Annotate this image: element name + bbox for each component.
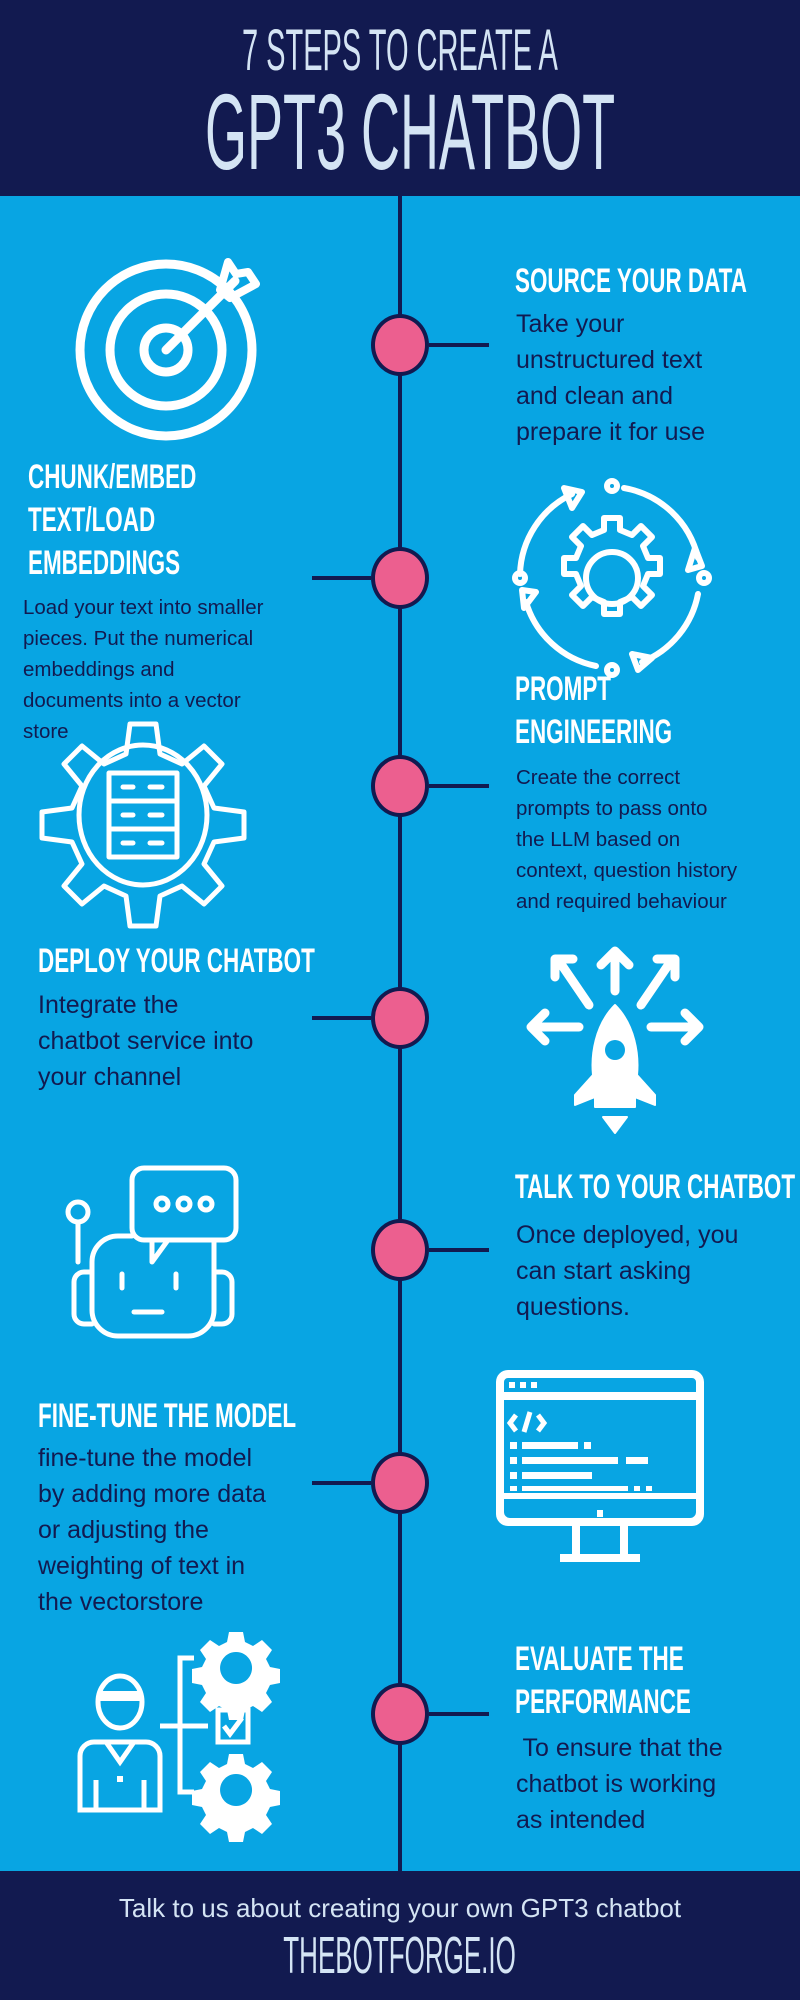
body-line: questions. [516, 1293, 630, 1321]
heading-line: CHUNK/EMBED [28, 458, 197, 496]
step-5-heading: TALK TO YOUR CHATBOT [515, 1166, 800, 1209]
step-4-connector [312, 1016, 371, 1020]
step-2-dot [371, 547, 429, 609]
body-line: unstructured text [516, 346, 703, 374]
body-line: or adjusting the [38, 1516, 209, 1544]
body-line: as intended [516, 1806, 646, 1834]
step-5-dot [371, 1219, 429, 1281]
title-line-2-text: GPT3 CHATBOT [205, 71, 616, 192]
body-line: can start asking [516, 1257, 692, 1285]
body-line: store [23, 720, 69, 743]
step-2-connector [312, 576, 371, 580]
body-line: weighting of text in [38, 1552, 246, 1580]
body-line: documents into a vector [23, 689, 241, 712]
step-3-connector [429, 784, 489, 788]
heading-line: DEPLOY YOUR CHATBOT [38, 942, 315, 980]
step-6-connector [312, 1481, 371, 1485]
body-line: pieces. Put the numerical [23, 627, 254, 650]
body-line: and required behaviour [516, 890, 727, 913]
body-line: To ensure that the [516, 1734, 723, 1762]
heading-line: FINE-TUNE THE MODEL [38, 1397, 297, 1435]
body-line: context, question history [516, 859, 738, 882]
body-line: Load your text into smaller [23, 596, 264, 619]
heading-line: TEXT/LOAD [28, 501, 156, 539]
body-line: and clean and [516, 382, 674, 410]
title-line-2: GPT3 CHATBOT [0, 78, 800, 186]
step-1-body: Take your unstructured text and clean an… [516, 306, 705, 450]
footer [0, 1871, 800, 2000]
step-3-heading: PROMPT ENGINEERING [515, 668, 753, 754]
footer-site[interactable]: THEBOTFORGE.IO [0, 1930, 800, 1982]
rocket-icon [526, 946, 704, 1134]
step-7-dot [371, 1683, 429, 1745]
heading-line: ENGINEERING [515, 713, 673, 751]
step-2-heading: CHUNK/EMBED TEXT/LOAD EMBEDDINGS [28, 456, 283, 585]
body-line: the LLM based on [516, 828, 681, 851]
body-line: Integrate the [38, 991, 179, 1019]
step-1-dot [371, 314, 429, 376]
body-line: fine-tune the model [38, 1444, 253, 1472]
body-line: prompts to pass onto [516, 797, 708, 820]
step-6-body: fine-tune the model by adding more data … [38, 1440, 266, 1620]
heading-line: SOURCE YOUR DATA [515, 262, 747, 300]
title-line-1: 7 STEPS TO CREATE A [0, 22, 800, 80]
step-1-heading: SOURCE YOUR DATA [515, 260, 800, 303]
heading-line: EVALUATE THE [515, 1640, 684, 1678]
monitor-code-icon [496, 1370, 704, 1562]
footer-cta: Talk to us about creating your own GPT3 … [118, 1893, 682, 1923]
person-gears-icon [77, 1632, 280, 1842]
step-7-heading: EVALUATE THE PERFORMANCE [515, 1638, 781, 1724]
body-line: prepare it for use [516, 418, 705, 446]
body-line: Take your [516, 310, 625, 338]
step-4-body: Integrate the chatbot service into your … [38, 987, 253, 1095]
body-line: Create the correct [516, 766, 681, 789]
step-3-body: Create the correct prompts to pass onto … [516, 762, 737, 917]
title-line-1-text: 7 STEPS TO CREATE A [242, 18, 558, 83]
cycle-gear-icon [512, 478, 712, 678]
target-icon [75, 258, 260, 441]
step-1-connector [429, 343, 489, 347]
step-4-dot [371, 987, 429, 1049]
body-line: chatbot is working [516, 1770, 717, 1798]
gear-database-icon [39, 721, 247, 929]
footer-site-link[interactable]: THEBOTFORGE.IO [283, 1927, 517, 1985]
body-line: embeddings and [23, 658, 175, 681]
body-line: by adding more data [38, 1480, 266, 1508]
robot-chat-icon [65, 1165, 239, 1339]
step-5-body: Once deployed, you can start asking ques… [516, 1217, 738, 1325]
step-5-connector [429, 1248, 489, 1252]
heading-line: EMBEDDINGS [28, 544, 181, 582]
step-6-heading: FINE-TUNE THE MODEL [38, 1395, 429, 1438]
step-6-dot [371, 1452, 429, 1514]
header: 7 STEPS TO CREATE A GPT3 CHATBOT [0, 0, 800, 196]
step-7-connector [429, 1712, 489, 1716]
body-line: your channel [38, 1063, 182, 1091]
step-3-dot [371, 755, 429, 817]
step-2-body: Load your text into smaller pieces. Put … [23, 592, 263, 747]
step-7-body: To ensure that the chatbot is working as… [516, 1730, 723, 1838]
heading-line: PERFORMANCE [515, 1683, 691, 1721]
body-line: the vectorstore [38, 1588, 204, 1616]
heading-line: PROMPT [515, 670, 611, 708]
heading-line: TALK TO YOUR CHATBOT [515, 1168, 796, 1206]
step-4-heading: DEPLOY YOUR CHATBOT [38, 940, 457, 983]
body-line: chatbot service into [38, 1027, 254, 1055]
body-line: Once deployed, you [516, 1221, 739, 1249]
